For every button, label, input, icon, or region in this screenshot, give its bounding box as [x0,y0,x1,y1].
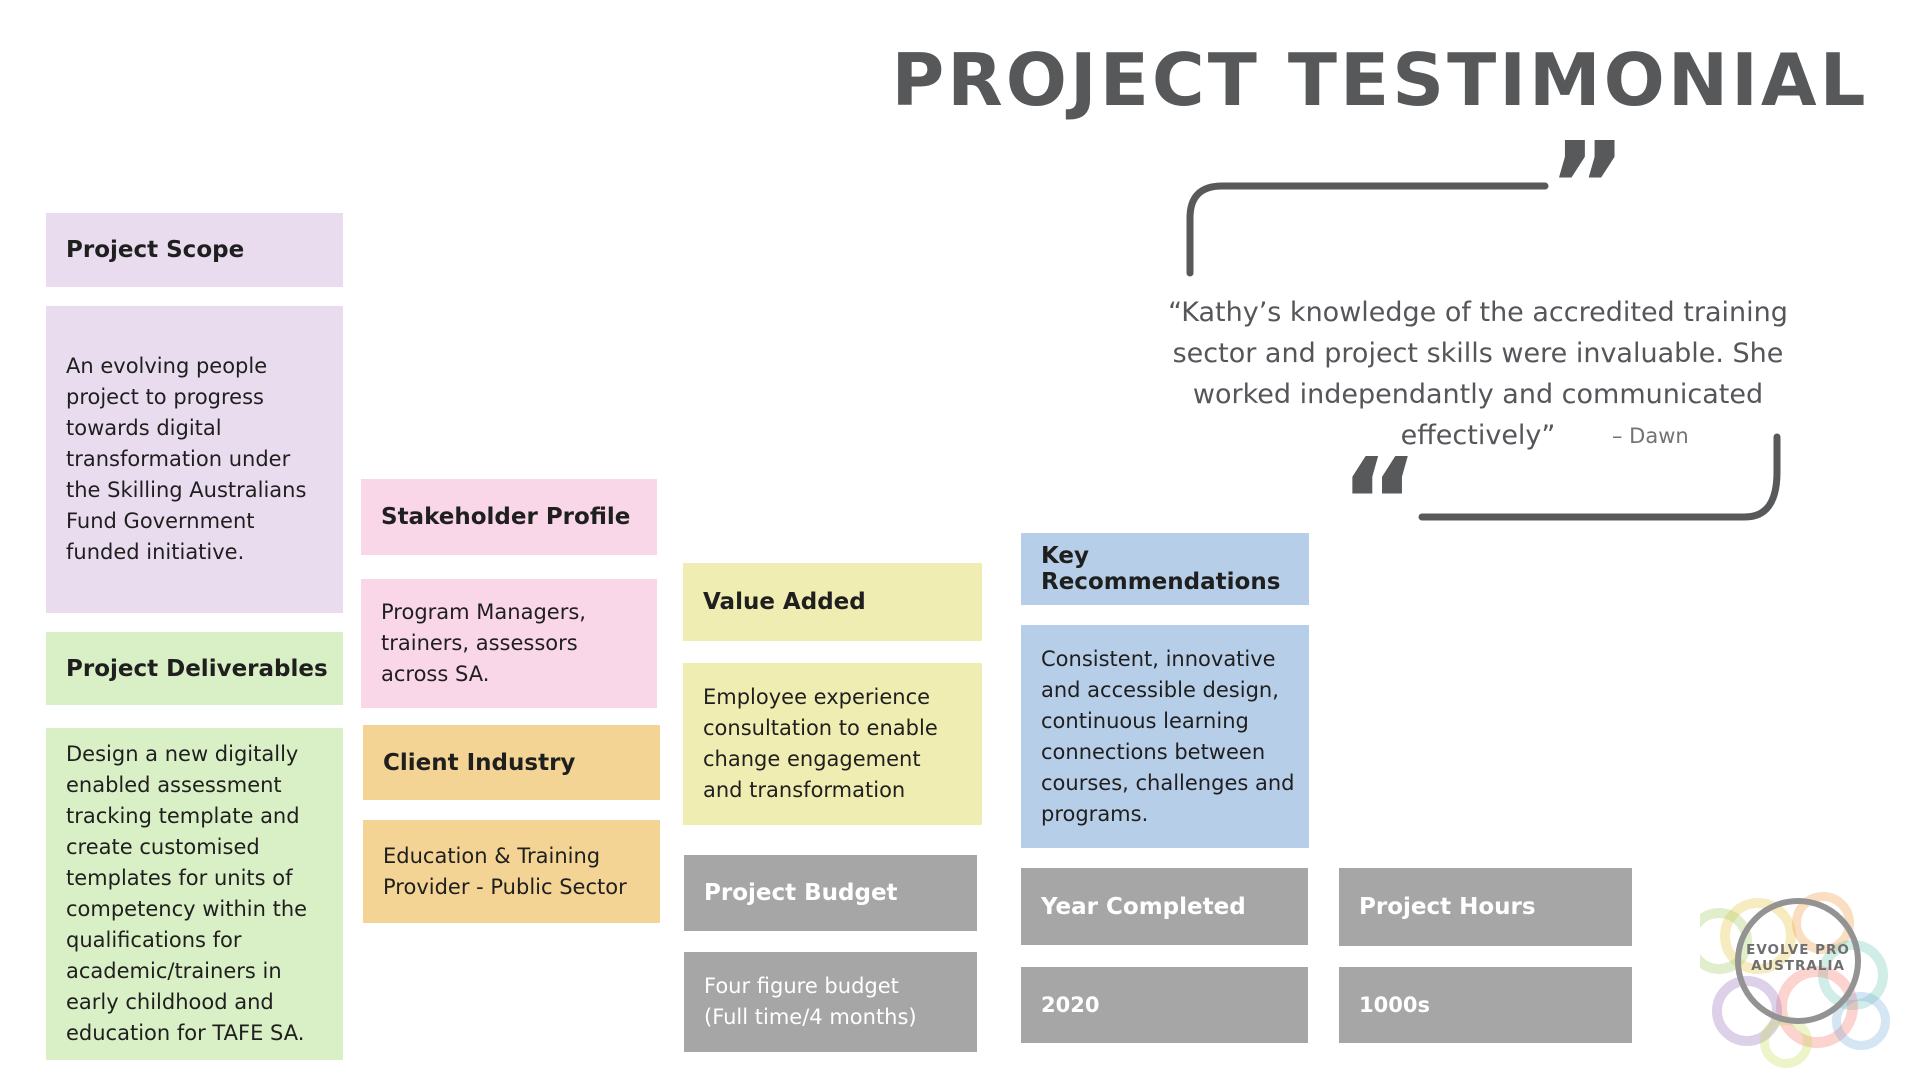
card-body-text: Employee experience consultation to enab… [703,685,938,802]
logo-line1: EVOLVE PRO [1746,942,1850,958]
card-header-project-hours: Project Hours [1339,868,1632,946]
card-header-label: Key Recommendations [1041,543,1281,595]
card-header-label: Project Budget [704,880,898,906]
card-body-text: 2020 [1041,992,1100,1017]
card-body-client-industry: Education & Training Provider - Public S… [363,820,660,923]
card-body-project-deliverables: Design a new digitally enabled assessmen… [46,728,343,1060]
card-header-label: Stakeholder Profile [381,504,631,530]
evolve-pro-australia-logo: EVOLVE PRO AUSTRALIA [1700,880,1915,1075]
card-body-project-hours: 1000s [1339,967,1632,1043]
card-header-project-scope: Project Scope [46,213,343,287]
card-body-text: An evolving people project to progress t… [66,354,307,564]
card-body-project-budget: Four figure budget (Full time/4 months) [684,952,977,1052]
card-header-label: Project Scope [66,237,245,263]
card-body-text: Four figure budget (Full time/4 months) [704,974,917,1029]
card-body-text: 1000s [1359,992,1430,1017]
card-header-year-completed: Year Completed [1021,868,1308,945]
card-body-project-scope: An evolving people project to progress t… [46,306,343,613]
card-header-project-budget: Project Budget [684,855,977,931]
card-header-stakeholder-profile: Stakeholder Profile [361,479,657,555]
card-header-label: Year Completed [1041,893,1246,920]
open-quote-icon: “ [1340,434,1419,573]
logo-text: EVOLVE PRO AUSTRALIA [1730,942,1866,974]
card-body-year-completed: 2020 [1021,967,1308,1043]
testimonial-attribution: – Dawn [1612,424,1689,448]
card-body-text: Program Managers, trainers, assessors ac… [381,600,586,686]
page-title: PROJECT TESTIMONIAL [891,38,1869,122]
card-header-label: Client Industry [383,749,576,776]
logo-arc-lime [1760,1016,1812,1068]
close-quote-icon: ” [1548,118,1627,257]
card-body-value-added: Employee experience consultation to enab… [683,663,982,825]
card-header-value-added: Value Added [683,563,982,641]
quote-bracket-lines [1186,182,1781,521]
card-header-project-deliverables: Project Deliverables [46,632,343,705]
card-body-text: Consistent, innovative and accessible de… [1041,646,1295,826]
card-body-key-recommendations: Consistent, innovative and accessible de… [1021,625,1309,848]
card-header-label: Value Added [703,589,866,615]
logo-arc-blue [1832,992,1890,1050]
card-header-client-industry: Client Industry [363,725,660,800]
card-body-text: Design a new digitally enabled assessmen… [66,742,308,1045]
logo-line2: AUSTRALIA [1751,958,1845,974]
logo-circle [1735,898,1861,1024]
card-header-label: Project Hours [1359,894,1536,920]
card-body-text: Education & Training Provider - Public S… [383,843,627,899]
testimonial-quote: “Kathy’s knowledge of the accredited tra… [1168,297,1788,451]
card-header-label: Project Deliverables [66,655,328,682]
card-header-key-recommendations: Key Recommendations [1021,533,1309,605]
card-body-stakeholder-profile: Program Managers, trainers, assessors ac… [361,579,657,708]
